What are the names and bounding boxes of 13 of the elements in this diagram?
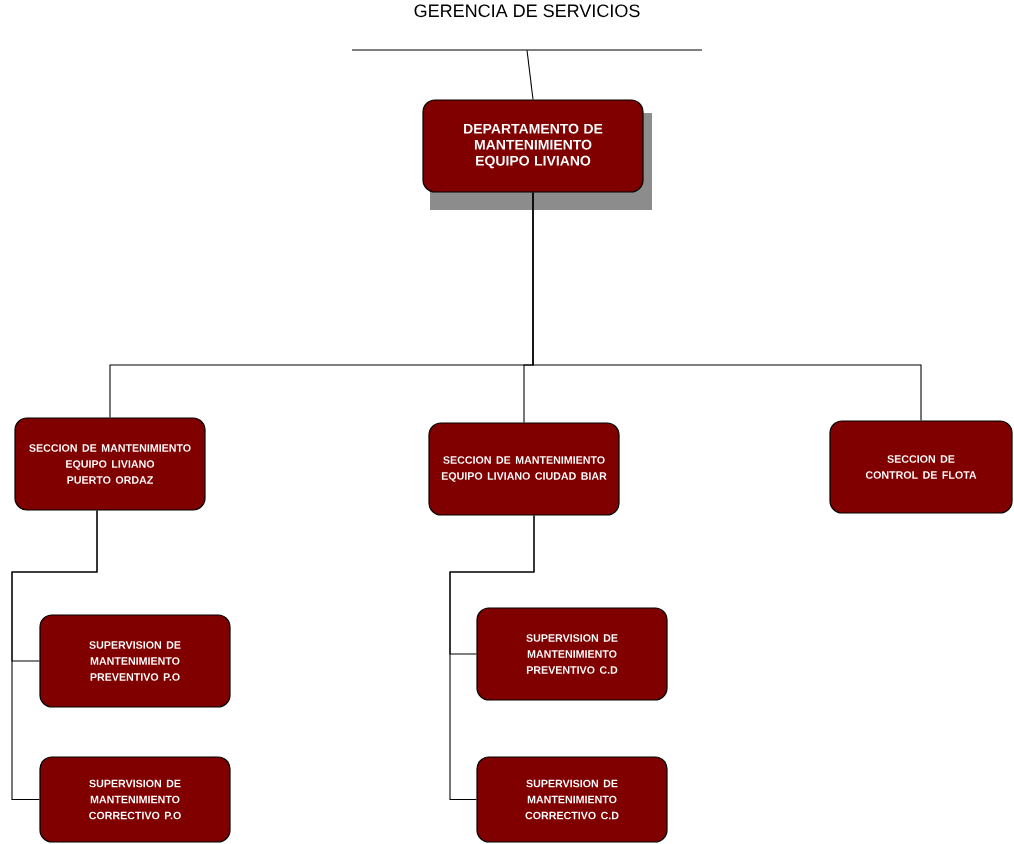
section-box: SUPERVISION DE MANTENIMIENTO CORRECTIVO P.O (39, 756, 231, 843)
section-box: SUPERVISION DE MANTENIMIENTO PREVENTIVO P.O (39, 614, 231, 708)
connector-line (449, 515, 535, 801)
title: GERENCIA DE SERVICIOS (414, 4, 640, 18)
section-box: SECCION DE CONTROL DE FLOTA (829, 420, 1013, 514)
connector-line (526, 49, 534, 100)
section-box: SECCION DE MANTENIMIENTO EQUIPO LIVIANO PUERTO ORDAZ (14, 417, 206, 511)
section-box: SECCION DE MANTENIMIENTO EQUIPO LIVIANO CIUDAD BIAR (428, 422, 620, 516)
department-box: DEPARTAMENTO DE MANTENIMIENTO EQUIPO LIVIANO (422, 99, 652, 210)
connector-line (11, 510, 98, 801)
section-box: SUPERVISION DE MANTENIMIENTO PREVENTIVO C.D (476, 607, 668, 701)
section-box: SUPERVISION DE MANTENIMIENTO CORRECTIVO C.D (476, 756, 668, 843)
connector-line (532, 192, 922, 421)
